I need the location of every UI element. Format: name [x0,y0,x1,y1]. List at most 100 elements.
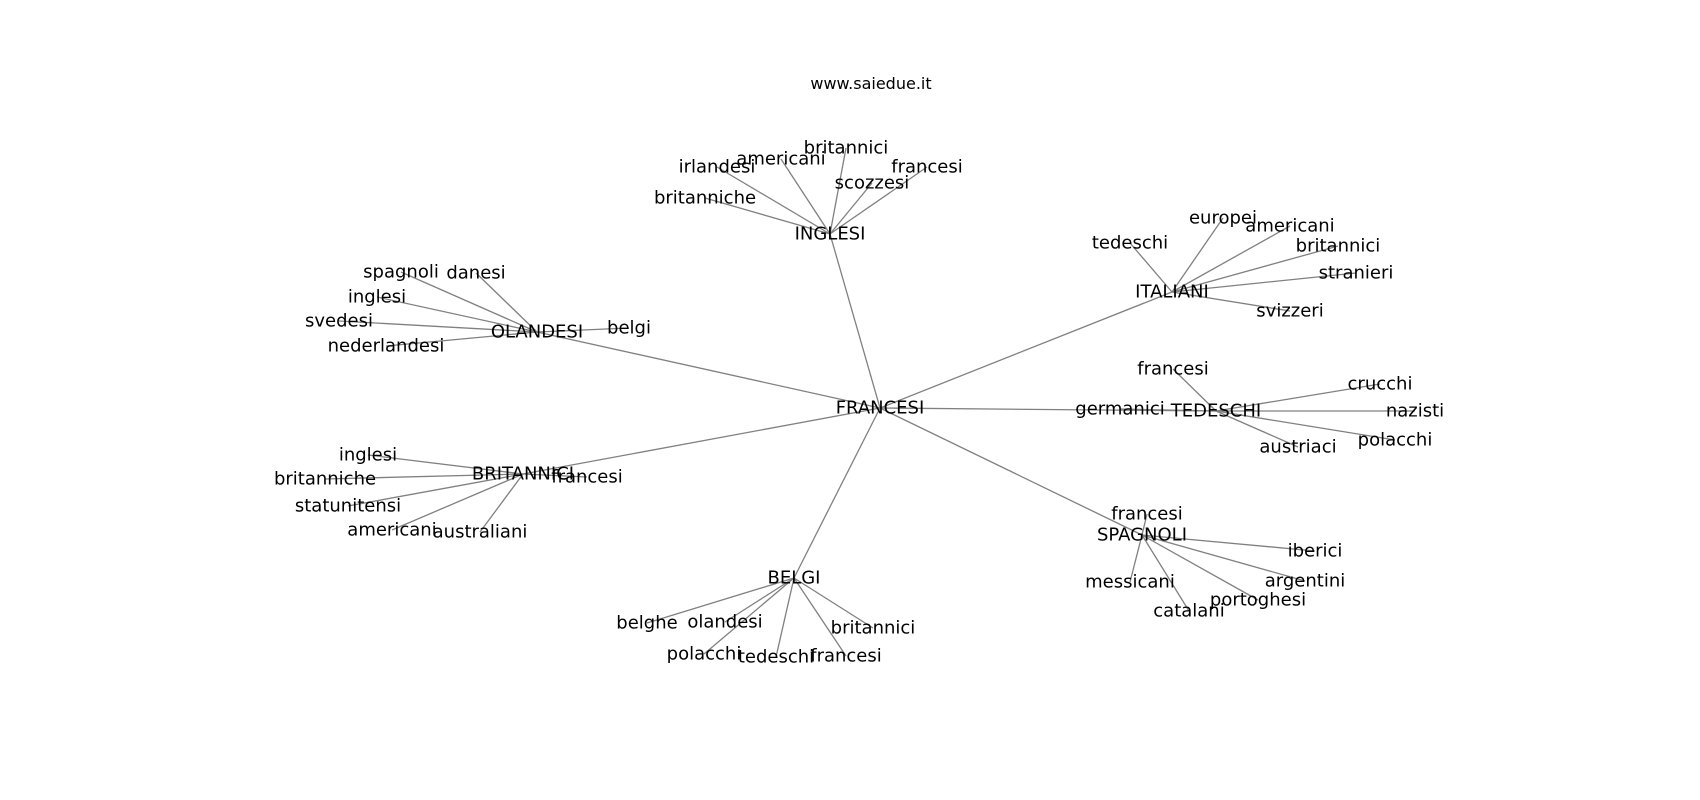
edge-hub-to-leaf [522,473,588,478]
edge-hub-to-leaf [1215,410,1396,441]
edge-hub-to-leaf [391,473,524,531]
edge-hub-to-leaf [703,577,795,655]
leaf-node-label: americani [736,149,825,170]
leaf-node-label: britannici [1296,236,1381,257]
leaf-node-label: tedeschi [738,647,814,668]
edge-hub-to-leaf [385,331,538,347]
leaf-node-label: britannici [831,618,916,639]
leaf-node-label: messicani [1085,572,1175,593]
edge-hub-to-leaf [1141,534,1190,612]
hub-node-label: TEDESCHI [1170,401,1261,422]
leaf-node-label: crucchi [1348,374,1413,395]
leaf-node-label: americani [347,520,436,541]
leaf-node-label: spagnoli [363,262,439,283]
leaf-node-label: francesi [1111,504,1183,525]
leaf-node-label: americani [1245,216,1334,237]
hub-node-label: ITALIANI [1135,282,1209,303]
leaf-node-label: nederlandesi [328,336,445,357]
edge-hub-to-leaf [1129,534,1143,583]
edge-hub-to-leaf [1141,534,1306,582]
edge-hub-to-leaf [475,272,538,333]
edge-hub-to-leaf [1171,291,1291,312]
leaf-node-label: danesi [446,263,505,284]
edge-hub-to-leaf [324,473,524,480]
leaf-node-label: belghe [616,613,677,634]
hub-node-label: BRITANNICI [472,464,574,485]
leaf-node-label: catalani [1153,601,1224,622]
edge-center-to-hub [829,233,881,409]
edge-hub-to-leaf [1171,225,1291,293]
leaf-node-label: argentini [1265,571,1346,592]
edge-hub-to-leaf [704,197,831,235]
hub-node-label: INGLESI [795,224,866,245]
leaf-node-label: belgi [607,318,651,339]
edge-hub-to-leaf [793,577,847,657]
edge-center-to-hub [793,407,881,579]
edge-hub-to-leaf [716,166,831,235]
leaf-node-label: olandesi [687,612,762,633]
edge-hub-to-leaf [780,158,831,235]
leaf-node-label: europei [1189,208,1257,229]
edge-hub-to-leaf [1129,242,1173,293]
edge-hub-to-leaf [338,320,538,333]
edge-hub-to-leaf [1171,245,1339,293]
leaf-node-label: francesi [891,157,963,178]
edge-hub-to-leaf [1171,272,1357,293]
edge-hub-to-leaf [829,182,873,235]
hub-node-label: BELGI [767,568,820,589]
leaf-node-label: statunitensi [295,496,401,517]
watermark-text: www.saiedue.it [810,74,931,93]
leaf-node-label: svizzeri [1256,301,1323,322]
leaf-node-label: britanniche [274,469,376,490]
edge-hub-to-leaf [400,271,538,333]
leaf-node-label: francesi [1137,359,1209,380]
leaf-node-label: polacchi [1358,430,1433,451]
leaf-node-label: australiani [433,522,528,543]
edge-hub-to-leaf [1172,368,1217,412]
edge-hub-to-leaf [1141,513,1148,536]
edge-hub-to-leaf [1171,217,1224,293]
leaf-node-label: inglesi [339,445,397,466]
leaf-node-label: scozzesi [835,173,910,194]
edge-hub-to-leaf [793,577,874,629]
leaf-node-label: germanici [1075,399,1164,420]
leaf-node-label: francesi [810,646,882,667]
edge-hub-to-leaf [829,166,928,235]
hub-node-label: SPAGNOLI [1097,525,1187,546]
edge-hub-to-leaf [1119,408,1217,412]
edge-hub-to-leaf [775,577,795,658]
edge-hub-to-leaf [829,147,847,235]
edge-hub-to-leaf [347,473,524,507]
leaf-node-label: britannici [804,138,889,159]
edges-layer [324,147,1415,658]
edge-hub-to-leaf [479,473,524,533]
leaf-node-label: polacchi [667,644,742,665]
leaf-node-label: tedeschi [1092,233,1168,254]
leaf-node-label: iberici [1288,541,1343,562]
edge-hub-to-leaf [376,296,538,333]
labels-layer: FRANCESIINGLESIirlandesiamericanibritann… [274,138,1444,668]
edge-hub-to-leaf [536,327,630,333]
edge-hub-to-leaf [1215,383,1381,412]
hub-node-label: OLANDESI [491,322,583,343]
leaf-node-label: stranieri [1319,263,1394,284]
center-node-label: FRANCESI [836,398,925,419]
leaf-node-label: francesi [551,467,623,488]
edge-hub-to-leaf [1215,410,1299,448]
leaf-node-label: inglesi [348,287,406,308]
edge-center-to-hub [536,331,881,409]
edge-hub-to-leaf [646,577,795,624]
edge-center-to-hub [879,407,1143,536]
edge-center-to-hub [522,407,881,475]
leaf-node-label: portoghesi [1210,590,1306,611]
edge-hub-to-leaf [367,454,524,475]
leaf-node-label: nazisti [1386,401,1444,422]
edge-hub-to-leaf [724,577,795,623]
edge-center-to-hub [879,407,1217,412]
edge-center-to-hub [879,291,1173,409]
leaf-node-label: britanniche [654,188,756,209]
leaf-node-label: irlandesi [679,157,756,178]
leaf-node-label: austriaci [1259,437,1336,458]
edge-hub-to-leaf [1141,534,1259,601]
